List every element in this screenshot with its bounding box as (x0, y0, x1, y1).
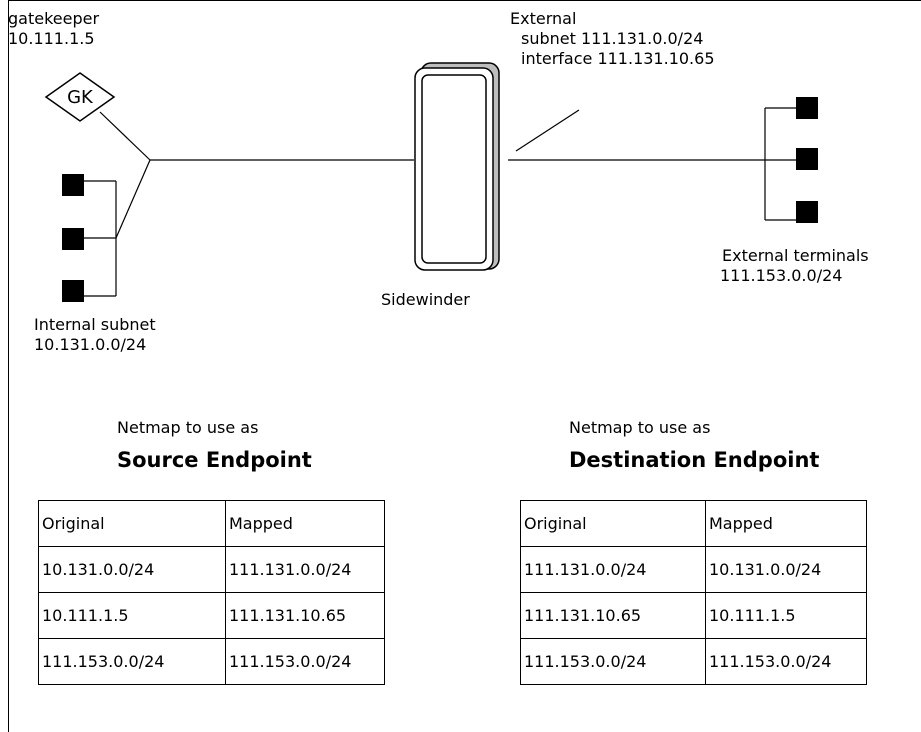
table-cell-mapped: 10.111.1.5 (705, 592, 867, 639)
external-terminals-bracket (764, 107, 796, 221)
internal-subnet-bracket (84, 180, 117, 297)
table-cell-original: 10.111.1.5 (38, 592, 226, 639)
internal-subnet-label: Internal subnet 10.131.0.0/24 (34, 315, 156, 355)
table-cell-original: 111.153.0.0/24 (38, 638, 226, 685)
external-terminal-icon (796, 97, 818, 119)
table-row: 10.111.1.5 111.131.10.65 (38, 592, 385, 639)
table-row: 111.131.10.65 10.111.1.5 (520, 592, 867, 639)
column-header-mapped: Mapped (705, 500, 867, 547)
table-cell-mapped: 111.153.0.0/24 (225, 638, 385, 685)
internal-subnet-title: Internal subnet (34, 315, 156, 334)
table-header-row: Original Mapped (38, 500, 385, 547)
column-header-mapped: Mapped (225, 500, 385, 547)
external-label: External subnet 111.131.0.0/24 interface… (510, 9, 715, 69)
destination-netmap-table: Original Mapped 111.131.0.0/24 10.131.0.… (520, 500, 867, 685)
internal-subnet-link (115, 159, 151, 239)
table-row: 10.131.0.0/24 111.131.0.0/24 (38, 546, 385, 593)
page-frame-left (8, 0, 9, 732)
internal-terminal-icon (62, 280, 84, 302)
table-cell-mapped: 10.131.0.0/24 (705, 546, 867, 593)
gatekeeper-label: gatekeeper 10.111.1.5 (8, 9, 99, 49)
table-cell-original: 111.131.0.0/24 (520, 546, 706, 593)
table-header-row: Original Mapped (520, 500, 867, 547)
source-heading: Source Endpoint (117, 448, 312, 472)
source-caption: Netmap to use as (117, 418, 259, 437)
external-interface: interface 111.131.10.65 (521, 49, 715, 68)
external-terminals-title: External terminals (722, 246, 869, 265)
table-cell-mapped: 111.153.0.0/24 (705, 638, 867, 685)
column-header-original: Original (520, 500, 706, 547)
internal-subnet-value: 10.131.0.0/24 (34, 335, 147, 354)
table-cell-mapped: 111.131.0.0/24 (225, 546, 385, 593)
table-cell-original: 111.131.10.65 (520, 592, 706, 639)
external-terminal-icon (796, 201, 818, 223)
table-cell-mapped: 111.131.10.65 (225, 592, 385, 639)
interface-pointer (515, 109, 580, 152)
external-terminal-icon (796, 148, 818, 170)
gatekeeper-ip: 10.111.1.5 (8, 29, 95, 48)
table-cell-original: 111.153.0.0/24 (520, 638, 706, 685)
column-header-original: Original (38, 500, 226, 547)
table-row: 111.131.0.0/24 10.131.0.0/24 (520, 546, 867, 593)
internal-terminal-icon (62, 228, 84, 250)
gatekeeper-link (99, 111, 151, 161)
external-terminals-label: External terminals 111.153.0.0/24 (720, 246, 869, 286)
destination-caption: Netmap to use as (569, 418, 711, 437)
external-terminals-subnet: 111.153.0.0/24 (720, 266, 843, 285)
gatekeeper-icon-text: GK (67, 87, 94, 108)
page-frame-top (8, 0, 921, 1)
destination-heading: Destination Endpoint (569, 448, 820, 472)
firewall-label: Sidewinder (381, 290, 470, 309)
internal-terminal-icon (62, 174, 84, 196)
table-cell-original: 10.131.0.0/24 (38, 546, 226, 593)
table-row: 111.153.0.0/24 111.153.0.0/24 (38, 638, 385, 685)
firewall-icon (414, 62, 500, 271)
gatekeeper-icon: GK (44, 72, 116, 122)
gatekeeper-name: gatekeeper (8, 9, 100, 28)
external-title: External (510, 9, 577, 28)
table-row: 111.153.0.0/24 111.153.0.0/24 (520, 638, 867, 685)
source-netmap-table: Original Mapped 10.131.0.0/24 111.131.0.… (38, 500, 385, 685)
external-subnet: subnet 111.131.0.0/24 (521, 29, 704, 48)
